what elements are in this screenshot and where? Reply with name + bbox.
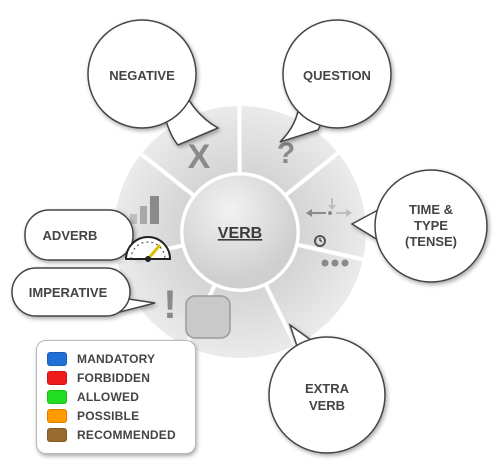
time-label-line2: TYPE: [414, 218, 448, 233]
time-bubble[interactable]: [374, 169, 488, 283]
exclamation-icon: !: [163, 283, 176, 327]
negative-x-icon: X: [188, 138, 211, 176]
imperative-label: IMPERATIVE: [29, 285, 108, 300]
clock-icon: [314, 235, 326, 247]
speedometer-icon: [124, 236, 172, 262]
negative-bubble[interactable]: [87, 19, 197, 129]
adverb-label: ADVERB: [43, 228, 98, 243]
question-mark-icon: ?: [277, 137, 295, 170]
legend-item: ALLOWED: [47, 387, 195, 406]
color-legend: MANDATORY FORBIDDEN ALLOWED POSSIBLE RECOMME…: [36, 340, 196, 454]
legend-item: POSSIBLE: [47, 406, 195, 425]
question-label: QUESTION: [303, 68, 371, 83]
legend-swatch: [47, 351, 67, 366]
time-label-line1: TIME &: [409, 202, 453, 217]
legend-item: RECOMMENDED: [47, 425, 195, 444]
extra-verb-label-line1: EXTRA: [305, 381, 350, 396]
legend-label: POSSIBLE: [77, 408, 140, 423]
imperative-bubble[interactable]: [11, 267, 131, 317]
negative-label: NEGATIVE: [109, 68, 175, 83]
legend-item: MANDATORY: [47, 349, 195, 368]
mode-square-icon: [185, 295, 231, 339]
legend-label: FORBIDDEN: [77, 370, 151, 385]
verb-label: VERB: [218, 225, 262, 242]
legend-label: RECOMMENDED: [77, 427, 176, 442]
timeline-icon: [306, 198, 352, 217]
ellipsis-icon: [321, 259, 349, 267]
legend-label: ALLOWED: [77, 389, 140, 404]
adverb-bubble[interactable]: [24, 209, 134, 261]
extra-verb-label-line2: VERB: [309, 398, 345, 413]
legend-label: MANDATORY: [77, 351, 156, 366]
verb-hub[interactable]: [180, 172, 300, 292]
legend-swatch: [47, 427, 67, 442]
signal-bars-icon: [130, 196, 159, 224]
legend-swatch: [47, 389, 67, 404]
legend-item: FORBIDDEN: [47, 368, 195, 387]
legend-swatch: [47, 370, 67, 385]
legend-swatch: [47, 408, 67, 423]
question-bubble[interactable]: [282, 19, 392, 129]
extra-verb-bubble[interactable]: [268, 336, 386, 454]
time-label-line3: (TENSE): [405, 234, 457, 249]
